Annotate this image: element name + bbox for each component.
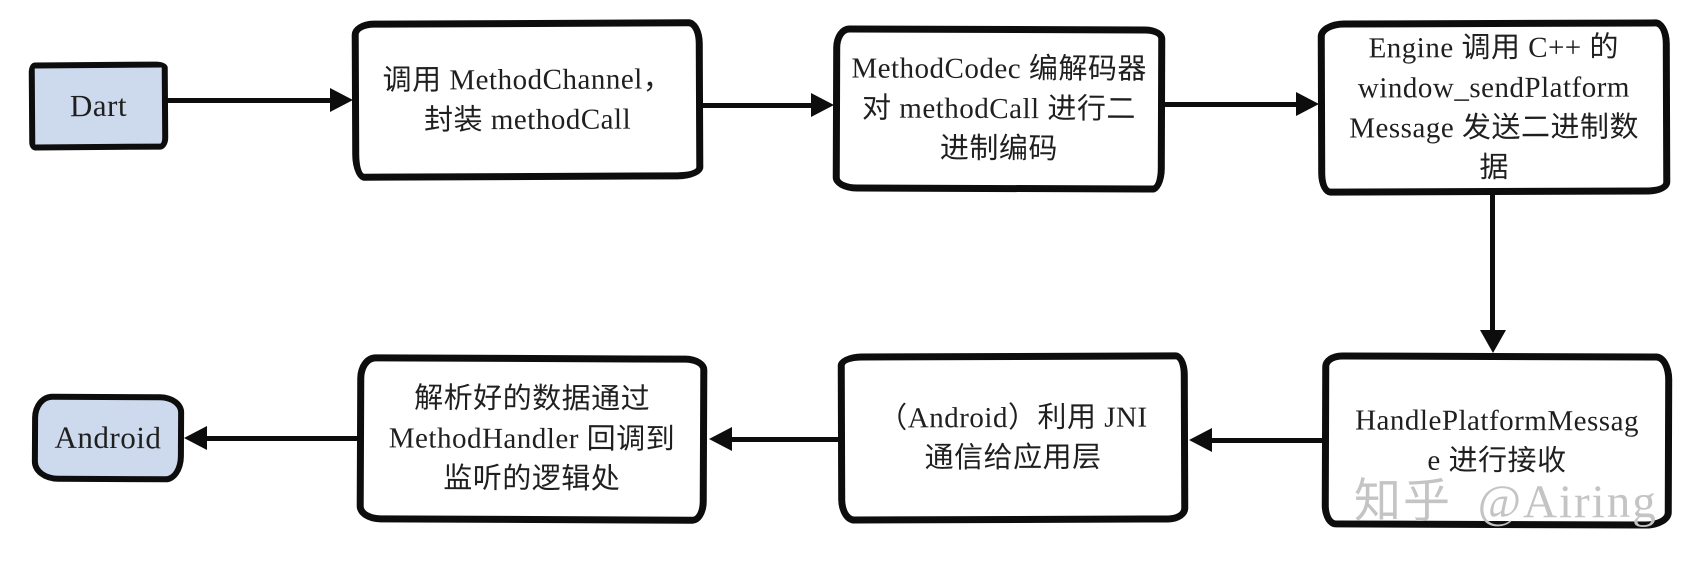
- arrow-jni-to-handler-line: [730, 437, 840, 442]
- node-step-engine-send-label: Engine 调用 C++ 的 window_sendPlatform Mess…: [1349, 31, 1639, 184]
- arrow-codec-to-engine-line: [1163, 102, 1298, 107]
- node-dart-label: Dart: [69, 87, 128, 124]
- arrow-engine-to-handle-head-icon: [1480, 330, 1506, 353]
- node-step-jni: （Android）利用 JNI 通信给应用层: [837, 352, 1189, 524]
- arrow-engine-to-handle-line: [1490, 193, 1495, 333]
- arrow-handler-to-android-head-icon: [184, 426, 207, 450]
- node-step-method-channel: 调用 MethodChannel， 封装 methodCall: [351, 19, 704, 181]
- zhihu-watermark: 知乎 @Airing: [1354, 476, 1658, 528]
- node-step-method-handler-label: 解析好的数据通过 MethodHandler 回调到 监听的逻辑处: [388, 382, 676, 496]
- arrow-channel-to-codec-line: [701, 103, 813, 108]
- node-step-method-handler: 解析好的数据通过 MethodHandler 回调到 监听的逻辑处: [356, 354, 708, 524]
- arrow-codec-to-engine-head-icon: [1296, 92, 1319, 116]
- node-step-method-codec-label: MethodCodec 编解码器 对 methodCall 进行二 进制编码: [851, 52, 1147, 166]
- node-android: Android: [31, 393, 185, 483]
- node-step-engine-send: Engine 调用 C++ 的 window_sendPlatform Mess…: [1317, 19, 1671, 196]
- node-step-jni-label: （Android）利用 JNI 通信给应用层: [878, 401, 1148, 475]
- arrow-dart-to-channel-head-icon: [330, 88, 353, 112]
- node-step-method-channel-label: 调用 MethodChannel， 封装 methodCall: [382, 63, 673, 137]
- arrow-handle-to-jni-head-icon: [1189, 428, 1212, 452]
- arrow-handle-to-jni-line: [1210, 438, 1324, 443]
- arrow-channel-to-codec-head-icon: [811, 93, 834, 117]
- arrow-handler-to-android-line: [205, 436, 359, 441]
- node-android-label: Android: [54, 419, 162, 456]
- node-dart: Dart: [28, 61, 169, 151]
- arrow-jni-to-handler-head-icon: [709, 427, 732, 451]
- node-step-method-codec: MethodCodec 编解码器 对 methodCall 进行二 进制编码: [832, 25, 1166, 193]
- arrow-dart-to-channel-line: [166, 98, 332, 103]
